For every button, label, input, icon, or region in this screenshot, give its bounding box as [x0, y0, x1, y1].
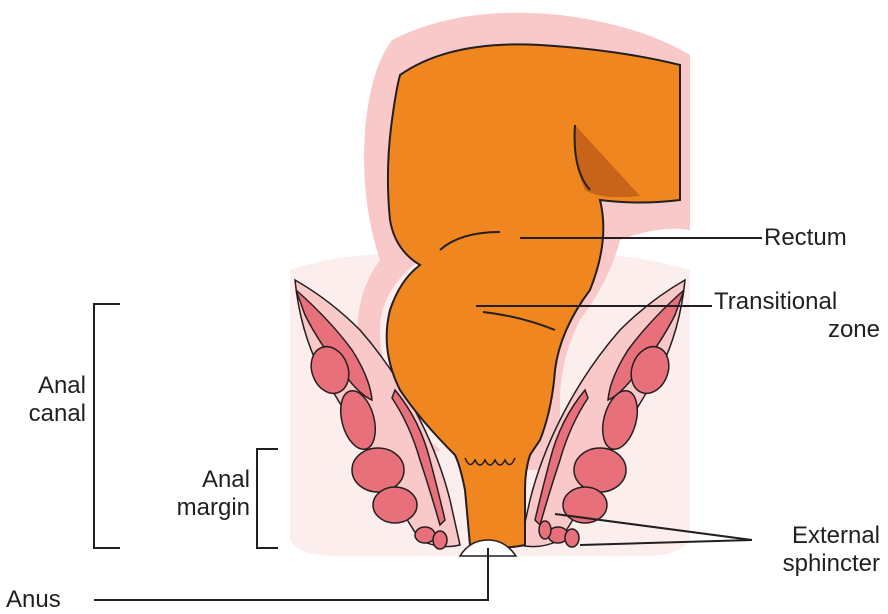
- anus-label: Anus: [6, 586, 61, 614]
- external-sphincter-label-line2: sphincter: [730, 550, 880, 578]
- anal-margin-label: Anal margin: [160, 466, 250, 522]
- anal-margin-label-line1: Anal: [160, 466, 250, 494]
- rectum-label: Rectum: [764, 224, 847, 252]
- transitional-zone-label: Transitional zone: [714, 288, 880, 344]
- transitional-zone-label-line1: Transitional: [714, 288, 880, 316]
- anal-margin-label-line2: margin: [160, 494, 250, 522]
- anal-canal-label-line1: Anal: [2, 372, 86, 400]
- external-sphincter-label-line1: External: [730, 522, 880, 550]
- anal-canal-label-line2: canal: [2, 400, 86, 428]
- anal-canal-label: Anal canal: [2, 372, 86, 428]
- anal-canal-bracket: [94, 304, 120, 548]
- anal-margin-bracket: [257, 449, 278, 548]
- transitional-zone-label-line2: zone: [714, 316, 880, 344]
- external-sphincter-label: External sphincter: [730, 522, 880, 578]
